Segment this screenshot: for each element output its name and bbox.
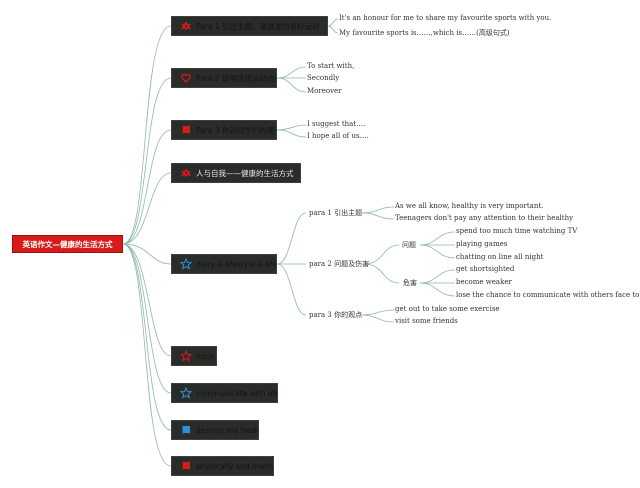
branch-communicate[interactable]: communicate with others (171, 383, 278, 403)
fuhai-item-2: become weaker (456, 278, 512, 286)
branch-destroy-label: destroy my health (196, 426, 259, 435)
para3-line-2: I hope all of us…. (307, 132, 369, 140)
branch-para1-label: Para 1 引出主题，谁谁谁的喜好运动 (196, 22, 320, 31)
branch-para2[interactable]: Para 2 说明选择运动的原因 (171, 68, 277, 88)
diary-p2-label[interactable]: para 2 问题及伤害 (309, 260, 370, 268)
branch-diary-label: diary & lifestyle & lifestyle (196, 260, 277, 269)
branch-para3-label: Para 3 你对同学们的建议 (196, 126, 277, 135)
para3-line-1: I suggest that…. (307, 120, 366, 128)
diary-p1-item-2: Teenagers don't pay any attention to the… (395, 214, 574, 222)
para2-line-1: To start with, (307, 62, 355, 70)
diary-p3-label[interactable]: para 3 你的观点 (309, 311, 363, 319)
para1-line-2: My favourite sports is……,which is……(高级句式… (339, 29, 510, 37)
flag-icon (180, 424, 192, 436)
star-icon (180, 258, 192, 270)
branch-physically[interactable]: physically and mentally (171, 456, 274, 476)
diary-p2-wenti-label[interactable]: 问题 (402, 241, 416, 249)
branch-physically-label: physically and mentally (196, 462, 273, 471)
wenti-item-2: playing games (456, 240, 508, 248)
star-icon (180, 350, 192, 362)
star-icon (180, 387, 192, 399)
branch-diary[interactable]: diary & lifestyle & lifestyle (171, 254, 277, 274)
branch-para3[interactable]: Para 3 你对同学们的建议 (171, 120, 277, 140)
ribbon-icon (180, 20, 192, 32)
diary-p3-item-1: get out to take some exercise (395, 305, 500, 313)
fuhai-item-1: get shortsighted (456, 265, 515, 273)
diary-p3-item-2: visit some friends (395, 317, 458, 325)
branch-para2-label: Para 2 说明选择运动的原因 (196, 74, 276, 83)
branch-noun-label: noun (196, 352, 215, 361)
diary-p1-label[interactable]: para 1 引出主题 (309, 209, 363, 217)
branch-destroy[interactable]: destroy my health (171, 420, 259, 440)
branch-para1[interactable]: Para 1 引出主题，谁谁谁的喜好运动 (171, 16, 328, 36)
wenti-item-1: spend too much time watching TV (456, 227, 578, 235)
root-node[interactable]: 英语作文—健康的生活方式 (12, 235, 123, 253)
para1-line-1: It's an honour for me to share my favour… (339, 14, 552, 22)
root-label: 英语作文—健康的生活方式 (22, 240, 113, 249)
branch-people[interactable]: 人与自我——健康的生活方式 (171, 163, 301, 183)
branch-communicate-label: communicate with others (196, 389, 277, 398)
flag-icon (180, 460, 192, 472)
ribbon-icon (180, 167, 192, 179)
fuhai-item-3: lose the chance to communicate with othe… (456, 291, 640, 299)
diary-p2-fuhai-label[interactable]: 危害 (403, 279, 417, 287)
wenti-item-3: chatting on line all night (456, 253, 544, 261)
branch-noun[interactable]: noun (171, 346, 217, 366)
para2-line-2: Secondly (307, 74, 340, 82)
flag-icon (180, 124, 192, 136)
diary-p1-item-1: As we all know, healthy is very importan… (395, 202, 544, 210)
para2-line-3: Moreover (307, 87, 342, 95)
heart-icon (180, 72, 192, 84)
branch-people-label: 人与自我——健康的生活方式 (196, 169, 294, 178)
